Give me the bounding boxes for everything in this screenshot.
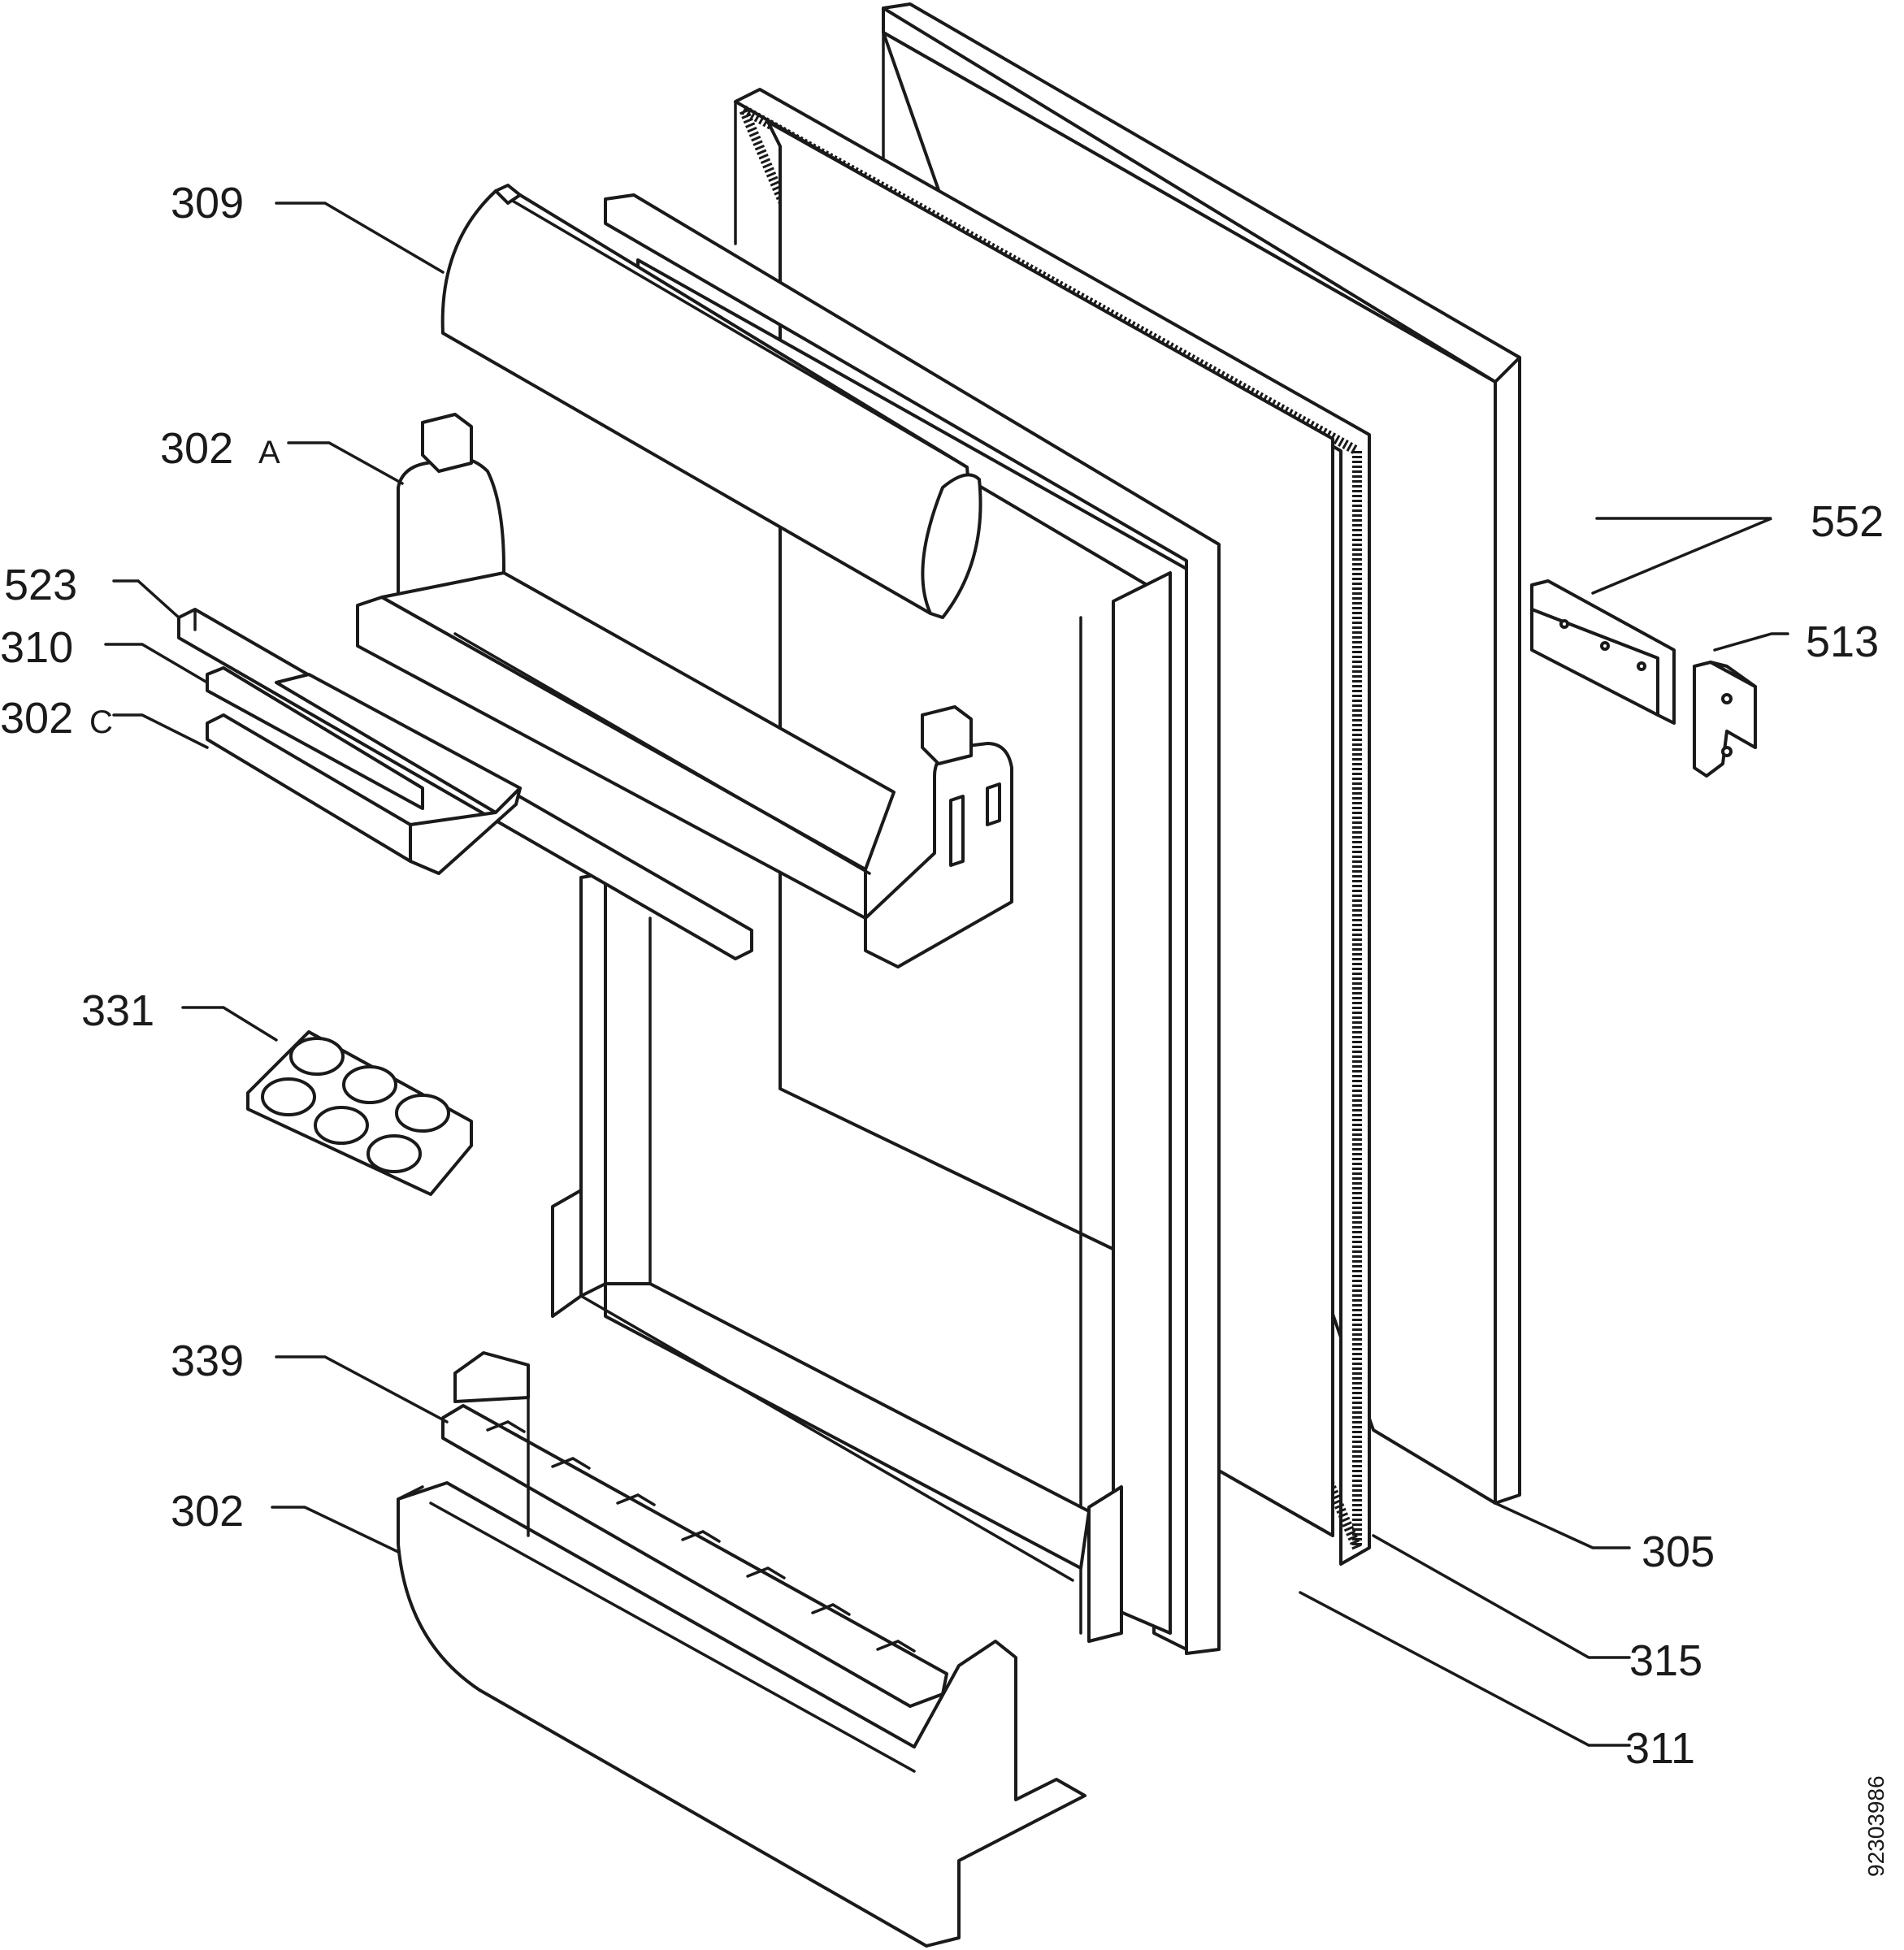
hinge-plate-552 <box>1530 579 1676 725</box>
label-311: 311 <box>1625 1724 1695 1773</box>
label-552: 552 <box>1811 497 1884 546</box>
hinge-bracket-513 <box>1693 661 1757 778</box>
document-code: 92303986 <box>1863 1775 1889 1877</box>
egg-tray-331 <box>246 1030 473 1196</box>
label-302A-number: 302 <box>160 424 233 473</box>
label-305: 305 <box>1642 1528 1715 1576</box>
leader-lines <box>104 202 1789 1747</box>
label-513: 513 <box>1806 618 1879 666</box>
small-shelf-310 <box>206 666 522 875</box>
label-302C-number: 302 <box>0 694 73 743</box>
label-302A-suffix: A <box>258 435 280 470</box>
label-302C-suffix: C <box>89 704 113 740</box>
inner-liner-311 <box>551 193 1221 1655</box>
label-339: 339 <box>171 1337 244 1385</box>
label-315: 315 <box>1629 1636 1702 1685</box>
label-523: 523 <box>4 561 77 609</box>
label-302: 302 <box>171 1487 244 1536</box>
dairy-cover-309 <box>440 184 982 619</box>
label-309: 309 <box>171 179 244 228</box>
bottle-shelf-302 <box>397 1351 1086 1948</box>
label-310: 310 <box>0 623 73 672</box>
door-shelf-302A <box>356 413 1013 968</box>
part-labels: 309 302 A 523 310 302 C 331 339 302 552 … <box>0 179 1889 1877</box>
label-331: 331 <box>81 986 154 1035</box>
